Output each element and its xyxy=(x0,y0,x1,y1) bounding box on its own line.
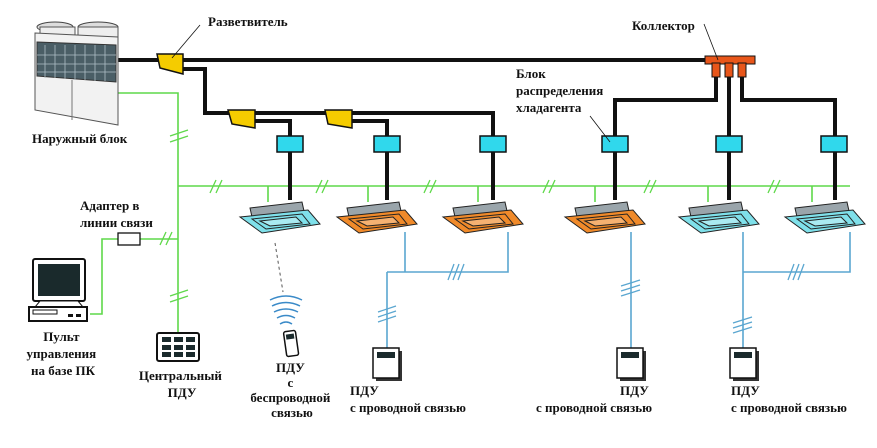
splitter xyxy=(156,53,353,129)
wireless-remote-label: ПДУ с беспроводной связью xyxy=(250,360,333,420)
cassette-vent xyxy=(355,216,401,227)
cassette-vent xyxy=(258,216,304,227)
cassette-grille xyxy=(795,213,856,230)
cassette-vent xyxy=(461,216,507,227)
cassette-grille xyxy=(575,213,636,230)
cassette-grille xyxy=(347,213,408,230)
indoor-cassette-unit xyxy=(238,201,321,234)
wired-remote-label-2: ПДУ с проводной связью xyxy=(536,383,652,415)
cassette-vent xyxy=(803,216,849,227)
indoor-cassette-unit xyxy=(783,201,866,234)
refrigerant-distribution-boxes xyxy=(276,135,848,153)
indoor-units xyxy=(238,201,866,234)
refrigerant-pipes xyxy=(118,58,837,200)
cassette-vent xyxy=(583,216,629,227)
wired-remote-label-3: ПДУ с проводной связью xyxy=(731,383,847,415)
splitter-label: Разветвитель xyxy=(208,14,288,29)
distribution-block-label: Блок распределения хладагента xyxy=(516,66,607,115)
cassette-grille xyxy=(453,213,514,230)
wired-remote-label-1: ПДУ с проводной связью xyxy=(350,383,466,415)
wired-remote-icon xyxy=(616,347,646,381)
cassette-grille xyxy=(250,213,311,230)
wireless-signal-icon xyxy=(269,295,303,325)
pc-control-label: Пульт управления на базе ПК xyxy=(27,329,100,378)
communication-adapter xyxy=(117,232,141,246)
indoor-cassette-unit xyxy=(441,201,524,234)
indoor-cassette-unit xyxy=(563,201,646,234)
central-remote-icon xyxy=(156,332,200,362)
cassette-vent xyxy=(697,216,743,227)
collector xyxy=(704,55,756,78)
wired-remote-icon xyxy=(372,347,402,381)
wireless-remote-icon xyxy=(282,329,300,358)
collector-label: Коллектор xyxy=(632,18,695,33)
adapter-label: Адаптер в линии связи xyxy=(80,198,153,230)
pc-control-icon xyxy=(28,258,88,322)
cassette-grille xyxy=(689,213,750,230)
remote-wiring xyxy=(377,232,851,348)
indoor-cassette-unit xyxy=(335,201,418,234)
outdoor-unit-label: Наружный блок xyxy=(32,131,128,146)
central-remote-label: Центральный ПДУ xyxy=(139,368,225,400)
wired-remote-icon xyxy=(729,347,759,381)
indoor-cassette-unit xyxy=(677,201,760,234)
outdoor-unit xyxy=(34,21,119,126)
